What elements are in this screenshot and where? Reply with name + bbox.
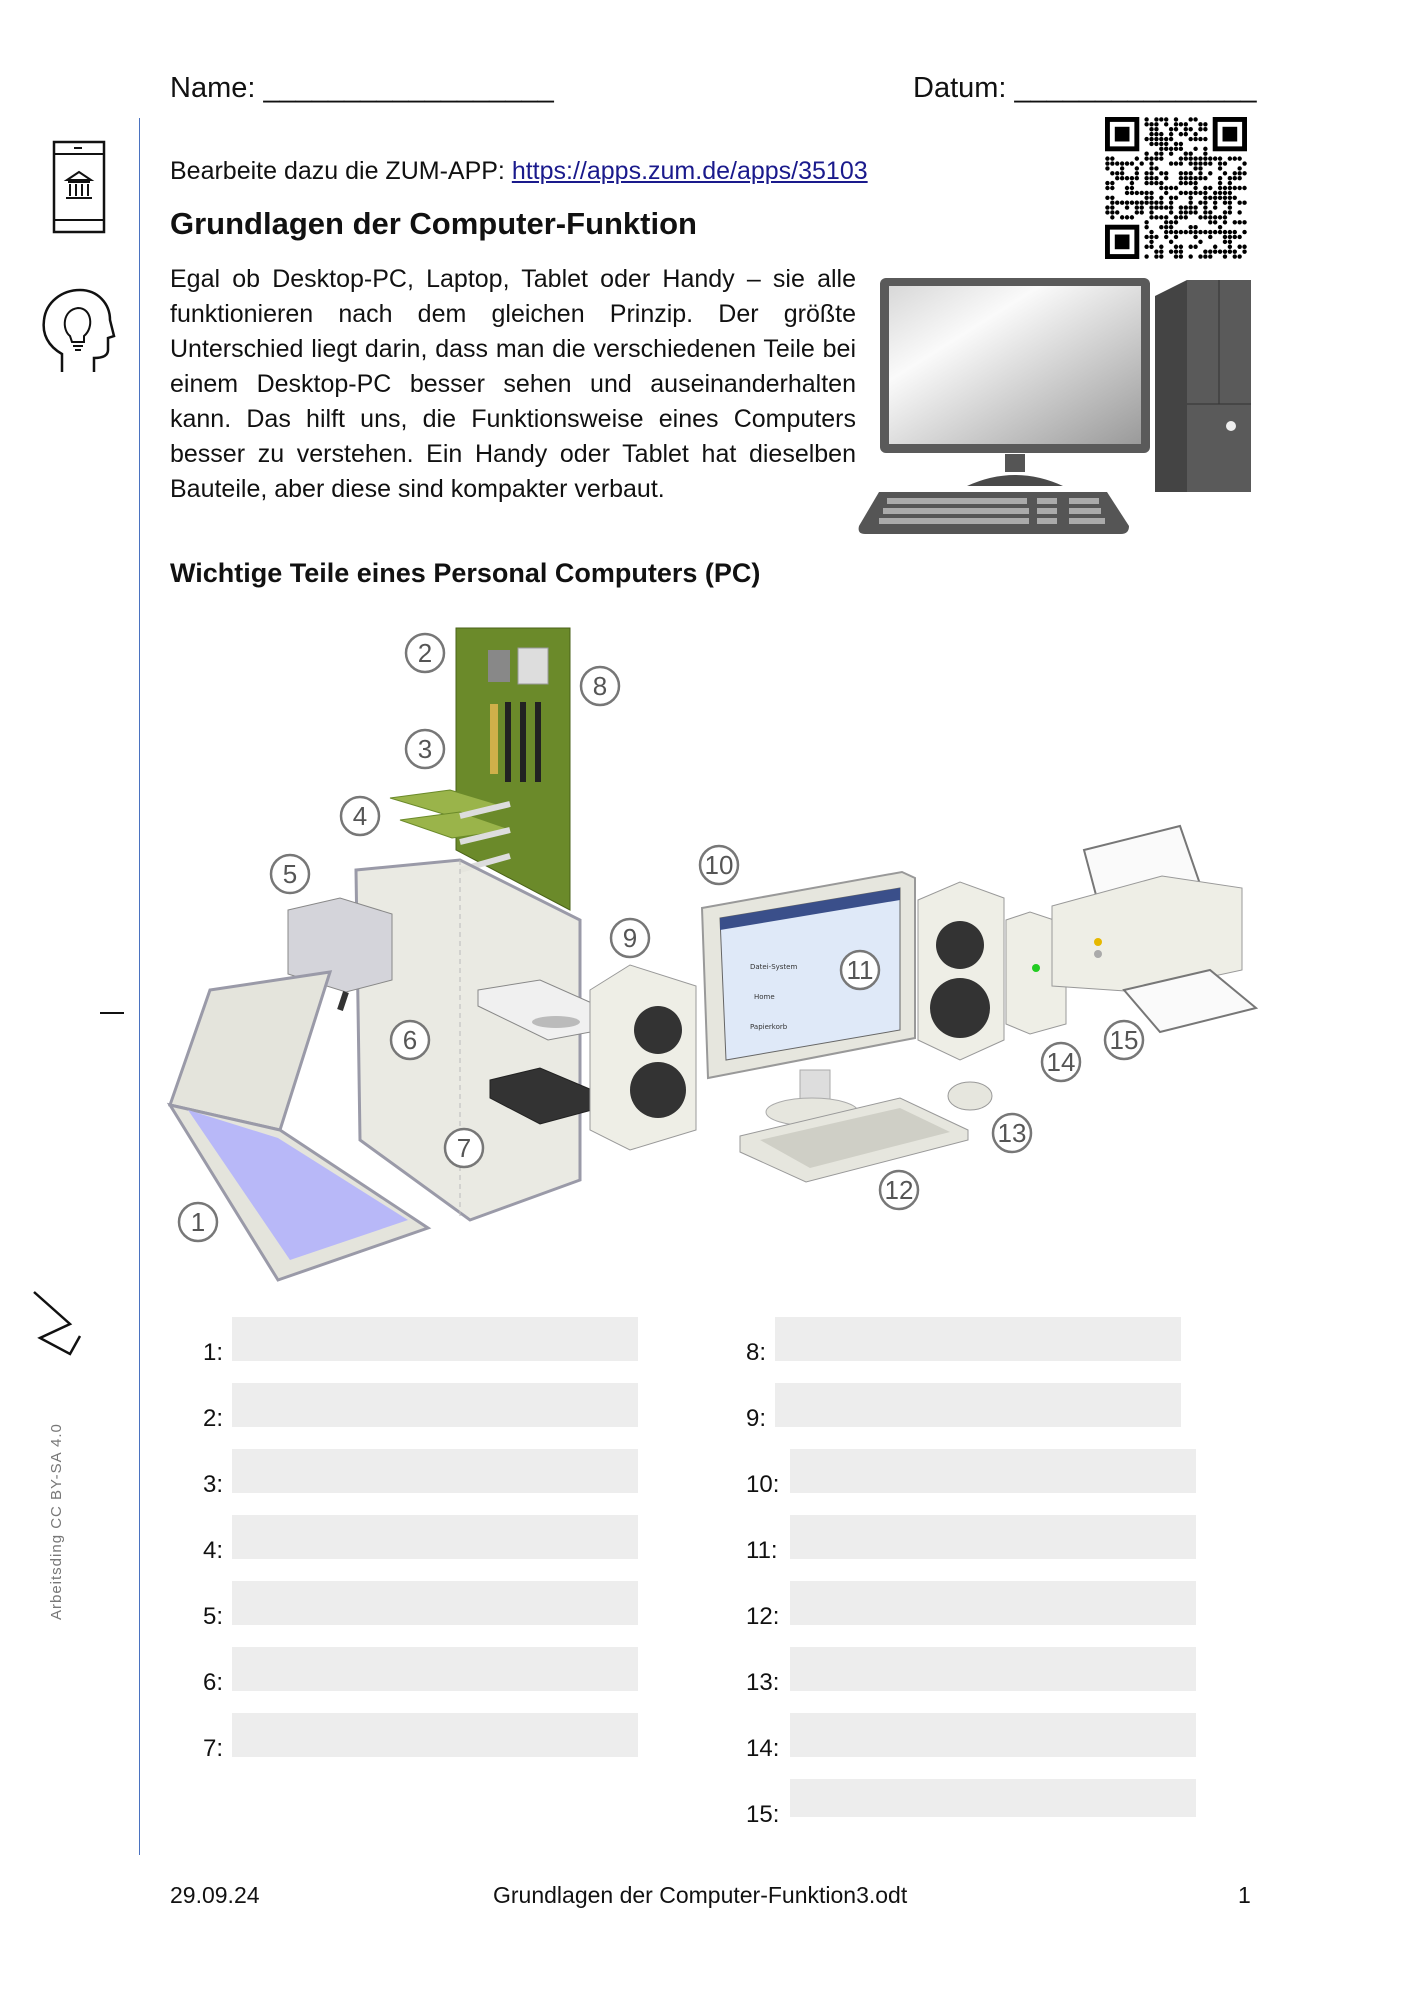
marker-circle (878, 1169, 920, 1211)
marker-number: 9 (623, 923, 637, 953)
answer-number-label: 10: (746, 1471, 780, 1498)
footer-filename: Grundlagen der Computer-Funktion3.odt (493, 1882, 908, 1908)
answer-input-field[interactable] (232, 1449, 638, 1493)
marker-circle (404, 632, 446, 674)
pc-parts-diagram: Datei-System Home Papierkorb 12345678910… (166, 627, 1259, 1282)
intro-paragraph: Egal ob Desktop-PC, Laptop, Tablet oder … (170, 265, 856, 503)
marker-circle (609, 917, 651, 959)
marker-number: 12 (885, 1175, 914, 1205)
answer-input-field[interactable] (232, 1383, 638, 1427)
date-field[interactable]: Datum: _______________ (913, 72, 1257, 104)
answer-number-label: 6: (203, 1669, 224, 1696)
answer-input-field[interactable] (790, 1515, 1196, 1559)
fold-mark (100, 1012, 124, 1014)
diagram-number-marker: 12 (878, 1169, 920, 1211)
marker-number: 8 (593, 671, 607, 701)
answer-input-field[interactable] (775, 1383, 1181, 1427)
marker-circle (389, 1019, 431, 1061)
answer-number-label: 14: (746, 1735, 780, 1762)
head-lightbulb-icon (42, 288, 116, 372)
marker-circle (991, 1112, 1033, 1154)
answer-input-field[interactable] (790, 1713, 1196, 1757)
marker-circle (579, 665, 621, 707)
marker-circle (443, 1127, 485, 1169)
marker-circle (1103, 1019, 1145, 1061)
marker-circle (269, 853, 311, 895)
answer-input-field[interactable] (232, 1515, 638, 1559)
answer-input-field[interactable] (232, 1317, 638, 1361)
answer-input-field[interactable] (775, 1317, 1181, 1361)
footer-date: 29.09.24 (170, 1882, 260, 1908)
name-field[interactable]: Name: __________________ (170, 72, 554, 104)
answer-number-label: 7: (203, 1735, 224, 1762)
marker-circle (339, 795, 381, 837)
marker-number: 2 (418, 638, 432, 668)
marker-circle (177, 1201, 219, 1243)
diagram-number-marker: 1 (177, 1201, 219, 1243)
answer-number-label: 1: (203, 1339, 224, 1366)
diagram-number-marker: 11 (839, 949, 881, 991)
marker-circle (698, 844, 740, 886)
diagram-number-marker: 6 (389, 1019, 431, 1061)
logo-squiggle-icon (33, 1291, 82, 1356)
marker-circle (404, 728, 446, 770)
marker-circle (839, 949, 881, 991)
answer-number-label: 13: (746, 1669, 780, 1696)
answer-number-label: 3: (203, 1471, 224, 1498)
license-text: Arbeitsding CC BY-SA 4.0 (48, 1423, 65, 1620)
desktop-computer-image (858, 278, 1251, 534)
screen-icon-label: Home (754, 993, 775, 1001)
diagram-number-marker: 7 (443, 1127, 485, 1169)
diagram-number-marker: 8 (579, 665, 621, 707)
answer-input-field[interactable] (232, 1647, 638, 1691)
answer-input-field[interactable] (232, 1581, 638, 1625)
answer-number-label: 5: (203, 1603, 224, 1630)
section-subtitle: Wichtige Teile eines Personal Computers … (170, 558, 761, 588)
diagram-number-marker: 9 (609, 917, 651, 959)
diagram-number-marker: 14 (1040, 1041, 1082, 1083)
diagram-number-marker: 15 (1103, 1019, 1145, 1061)
marker-number: 15 (1110, 1025, 1139, 1055)
marker-number: 13 (998, 1118, 1027, 1148)
diagram-number-marker: 2 (404, 632, 446, 674)
answer-input-field[interactable] (232, 1713, 638, 1757)
diagram-number-marker: 3 (404, 728, 446, 770)
marker-number: 11 (847, 955, 874, 985)
answer-number-label: 15: (746, 1801, 780, 1828)
phone-museum-icon (52, 140, 106, 234)
footer-page-number: 1 (1238, 1882, 1251, 1908)
screen-icon-label: Papierkorb (750, 1023, 788, 1031)
margin-line (139, 118, 140, 1855)
marker-number: 7 (457, 1133, 471, 1163)
answer-input-field[interactable] (790, 1647, 1196, 1691)
marker-number: 14 (1047, 1047, 1076, 1077)
marker-number: 10 (705, 850, 734, 880)
answer-number-label: 12: (746, 1603, 780, 1630)
screen-icon-label: Datei-System (750, 963, 797, 971)
zum-app-link[interactable]: https://apps.zum.de/apps/35103 (511, 157, 868, 185)
intro-text: Bearbeite dazu die ZUM-APP: (170, 157, 512, 185)
marker-circle (1040, 1041, 1082, 1083)
motherboard (455, 627, 571, 911)
answer-input-field[interactable] (790, 1779, 1196, 1817)
qr-code[interactable] (1105, 117, 1247, 259)
answer-input-field[interactable] (790, 1581, 1196, 1625)
answer-number-label: 2: (203, 1405, 224, 1432)
marker-number: 4 (353, 801, 367, 831)
diagram-number-marker: 10 (698, 844, 740, 886)
answer-input-field[interactable] (790, 1449, 1196, 1493)
intro-line: Bearbeite dazu die ZUM-APP: https://apps… (170, 157, 868, 186)
answer-number-label: 11: (746, 1537, 778, 1564)
diagram-number-marker: 4 (339, 795, 381, 837)
marker-number: 3 (418, 734, 432, 764)
answer-number-label: 9: (746, 1405, 767, 1432)
answer-number-label: 4: (203, 1537, 224, 1564)
marker-number: 6 (403, 1025, 417, 1055)
answer-number-label: 8: (746, 1339, 767, 1366)
marker-number: 5 (283, 859, 297, 889)
marker-number: 1 (191, 1207, 205, 1237)
page-title: Grundlagen der Computer-Funktion (170, 206, 697, 241)
diagram-number-marker: 13 (991, 1112, 1033, 1154)
diagram-number-marker: 5 (269, 853, 311, 895)
